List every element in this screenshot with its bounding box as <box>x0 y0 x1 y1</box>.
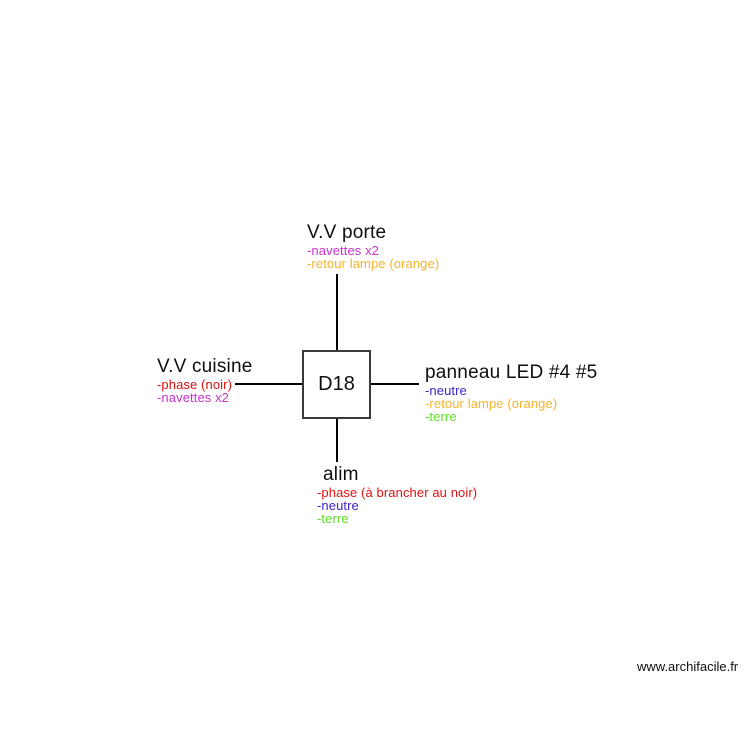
wire-label: -terre <box>317 511 349 526</box>
node-title: alim <box>323 464 359 485</box>
node-vv-porte: V.V porte -navettes x2 -retour lampe (or… <box>307 222 439 270</box>
junction-box-label: D18 <box>318 373 355 395</box>
connector-right <box>371 383 419 385</box>
connector-bottom <box>336 419 338 462</box>
wire-label: -navettes x2 <box>157 390 230 405</box>
connector-left <box>235 383 302 385</box>
junction-box-d18[interactable]: D18 <box>302 350 371 419</box>
wire-label: -retour lampe (orange) <box>307 256 440 271</box>
wire-label: -terre <box>425 409 457 424</box>
watermark-archifacile: www.archifacile.fr <box>637 659 739 674</box>
node-alim: alim -phase (à brancher au noir) -neutre… <box>317 464 477 525</box>
wire-label: -neutre <box>425 383 467 398</box>
wire-label: -retour lampe (orange) <box>425 396 558 411</box>
node-title: V.V porte <box>307 222 387 243</box>
wire-label: -phase (à brancher au noir) <box>317 485 478 500</box>
wire-label: -phase (noir) <box>157 377 232 392</box>
node-vv-cuisine: V.V cuisine -phase (noir) -navettes x2 <box>157 356 253 404</box>
connector-top <box>336 274 338 350</box>
node-title: panneau LED #4 #5 <box>425 362 598 383</box>
node-panneau-led: panneau LED #4 #5 -neutre -retour lampe … <box>425 362 597 423</box>
wire-label: -neutre <box>317 498 359 513</box>
node-title: V.V cuisine <box>157 356 253 377</box>
wire-label: -navettes x2 <box>307 243 380 258</box>
